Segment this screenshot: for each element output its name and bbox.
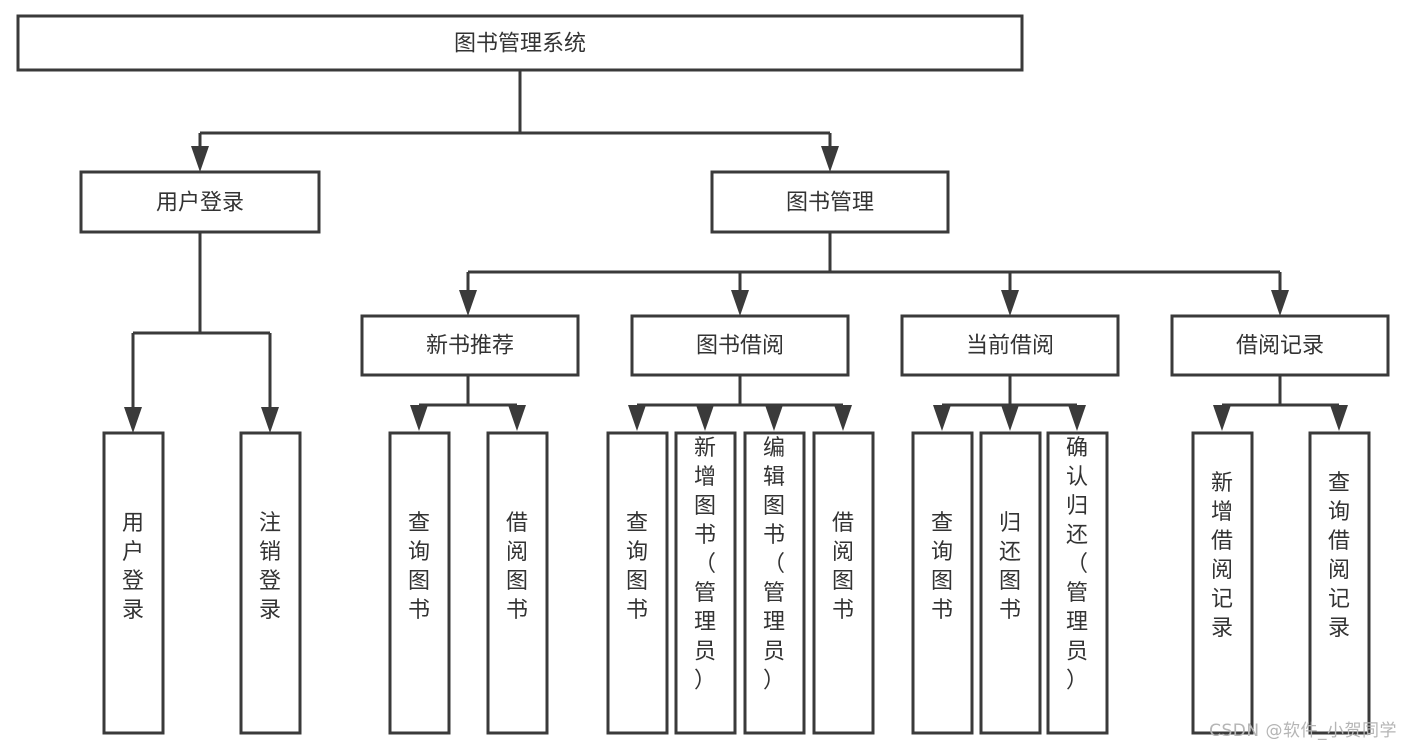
node-leaf-borrow-record-1-box[interactable] — [1191, 431, 1254, 735]
arrow-bookborrow-leaf-2 — [696, 405, 714, 431]
node-leaf-book-borrow-2-label: 新增图书（管理员） — [694, 436, 716, 693]
node-leaf-user-login-1-label: 用户登录 — [122, 511, 144, 623]
arrow-root-to-userlogin — [191, 146, 209, 172]
arrow-currentborrow-leaf-1 — [933, 405, 951, 431]
node-borrow-record-label: 借阅记录 — [1236, 334, 1324, 359]
node-new-book-rec-label: 新书推荐 — [426, 334, 514, 359]
arrow-currentborrow-leaf-3 — [1068, 405, 1086, 431]
node-current-borrow[interactable]: 当前借阅 — [900, 314, 1120, 377]
node-leaf-current-borrow-3[interactable]: 确认归还（管理员） — [1046, 431, 1109, 735]
arrow-borrowrecord-leaf-1 — [1213, 405, 1231, 431]
node-leaf-current-borrow-1-box[interactable] — [911, 431, 974, 735]
connector-group — [124, 70, 1348, 433]
arrow-bm-to-borrowrecord — [1271, 290, 1289, 316]
arrow-newbook-leaf-1 — [410, 405, 428, 431]
node-leaf-borrow-record-2-label: 查询借阅记录 — [1328, 471, 1350, 641]
node-book-borrow-label: 图书借阅 — [696, 334, 784, 359]
arrow-borrowrecord-leaf-2 — [1330, 405, 1348, 431]
node-leaf-borrow-record-1-label: 新增借阅记录 — [1211, 471, 1233, 641]
node-leaf-user-login-1-box[interactable] — [102, 431, 165, 735]
node-leaf-book-borrow-1[interactable]: 查询图书 — [606, 431, 669, 735]
node-current-borrow-box[interactable] — [900, 314, 1120, 377]
node-leaf-book-borrow-3[interactable]: 编辑图书（管理员） — [743, 431, 806, 735]
arrow-root-to-bookmanage — [821, 146, 839, 172]
node-leaf-book-borrow-4[interactable]: 借阅图书 — [812, 431, 875, 735]
node-leaf-current-borrow-2[interactable]: 归还图书 — [979, 431, 1042, 735]
node-borrow-record[interactable]: 借阅记录 — [1170, 314, 1390, 377]
node-root[interactable]: 图书管理系统 — [16, 14, 1024, 72]
node-book-borrow-box[interactable] — [630, 314, 850, 377]
node-leaf-new-book-rec-2-label: 借阅图书 — [506, 511, 528, 623]
node-leaf-book-borrow-1-box[interactable] — [606, 431, 669, 735]
node-leaf-new-book-rec-1-box[interactable] — [388, 431, 451, 735]
node-leaf-current-borrow-1-label: 查询图书 — [931, 511, 953, 623]
node-leaf-new-book-rec-2[interactable]: 借阅图书 — [486, 431, 549, 735]
node-leaf-borrow-record-2[interactable]: 查询借阅记录 — [1308, 431, 1371, 735]
node-leaf-borrow-record-1[interactable]: 新增借阅记录 — [1191, 431, 1254, 735]
node-leaf-current-borrow-3-box[interactable] — [1046, 431, 1109, 735]
node-leaf-current-borrow-2-label: 归还图书 — [999, 511, 1021, 623]
arrow-bm-to-bookborrow — [731, 290, 749, 316]
node-leaf-new-book-rec-1[interactable]: 查询图书 — [388, 431, 451, 735]
node-user-login-label: 用户登录 — [156, 191, 244, 216]
node-leaf-book-borrow-3-label: 编辑图书（管理员） — [763, 436, 785, 693]
arrow-bookborrow-leaf-3 — [765, 405, 783, 431]
arrow-bookborrow-leaf-4 — [834, 405, 852, 431]
node-leaf-user-login-2[interactable]: 注销登录 — [239, 431, 302, 735]
node-new-book-rec-box[interactable] — [360, 314, 580, 377]
node-book-manage-box[interactable] — [710, 170, 950, 234]
node-leaf-current-borrow-1[interactable]: 查询图书 — [911, 431, 974, 735]
node-borrow-record-box[interactable] — [1170, 314, 1390, 377]
arrow-userlogin-leaf-1 — [124, 407, 142, 433]
node-leaf-user-login-2-label: 注销登录 — [259, 511, 281, 623]
node-leaf-user-login-1[interactable]: 用户登录 — [102, 431, 165, 735]
arrow-userlogin-leaf-2 — [261, 407, 279, 433]
node-book-manage-label: 图书管理 — [786, 191, 874, 216]
node-leaf-current-borrow-2-box[interactable] — [979, 431, 1042, 735]
node-leaf-book-borrow-4-label: 借阅图书 — [832, 511, 854, 623]
node-leaf-book-borrow-2-box[interactable] — [674, 431, 737, 735]
node-leaf-book-borrow-1-label: 查询图书 — [626, 511, 648, 623]
arrow-bm-to-newbook — [459, 290, 477, 316]
arrow-bm-to-currentborrow — [1001, 290, 1019, 316]
node-leaf-book-borrow-4-box[interactable] — [812, 431, 875, 735]
node-leaf-current-borrow-3-label: 确认归还（管理员） — [1066, 436, 1088, 693]
node-leaf-new-book-rec-2-box[interactable] — [486, 431, 549, 735]
node-leaf-book-borrow-2[interactable]: 新增图书（管理员） — [674, 431, 737, 735]
node-user-login-box[interactable] — [79, 170, 321, 234]
node-root-box[interactable] — [16, 14, 1024, 72]
node-book-borrow[interactable]: 图书借阅 — [630, 314, 850, 377]
node-leaf-book-borrow-3-box[interactable] — [743, 431, 806, 735]
arrow-newbook-leaf-2 — [508, 405, 526, 431]
arrow-currentborrow-leaf-2 — [1001, 405, 1019, 431]
node-current-borrow-label: 当前借阅 — [966, 334, 1054, 359]
node-root-label: 图书管理系统 — [454, 32, 586, 57]
node-leaf-borrow-record-2-box[interactable] — [1308, 431, 1371, 735]
node-leaf-user-login-2-box[interactable] — [239, 431, 302, 735]
node-new-book-rec[interactable]: 新书推荐 — [360, 314, 580, 377]
node-user-login[interactable]: 用户登录 — [79, 170, 321, 234]
arrow-bookborrow-leaf-1 — [628, 405, 646, 431]
node-book-manage[interactable]: 图书管理 — [710, 170, 950, 234]
node-leaf-new-book-rec-1-label: 查询图书 — [408, 511, 430, 623]
